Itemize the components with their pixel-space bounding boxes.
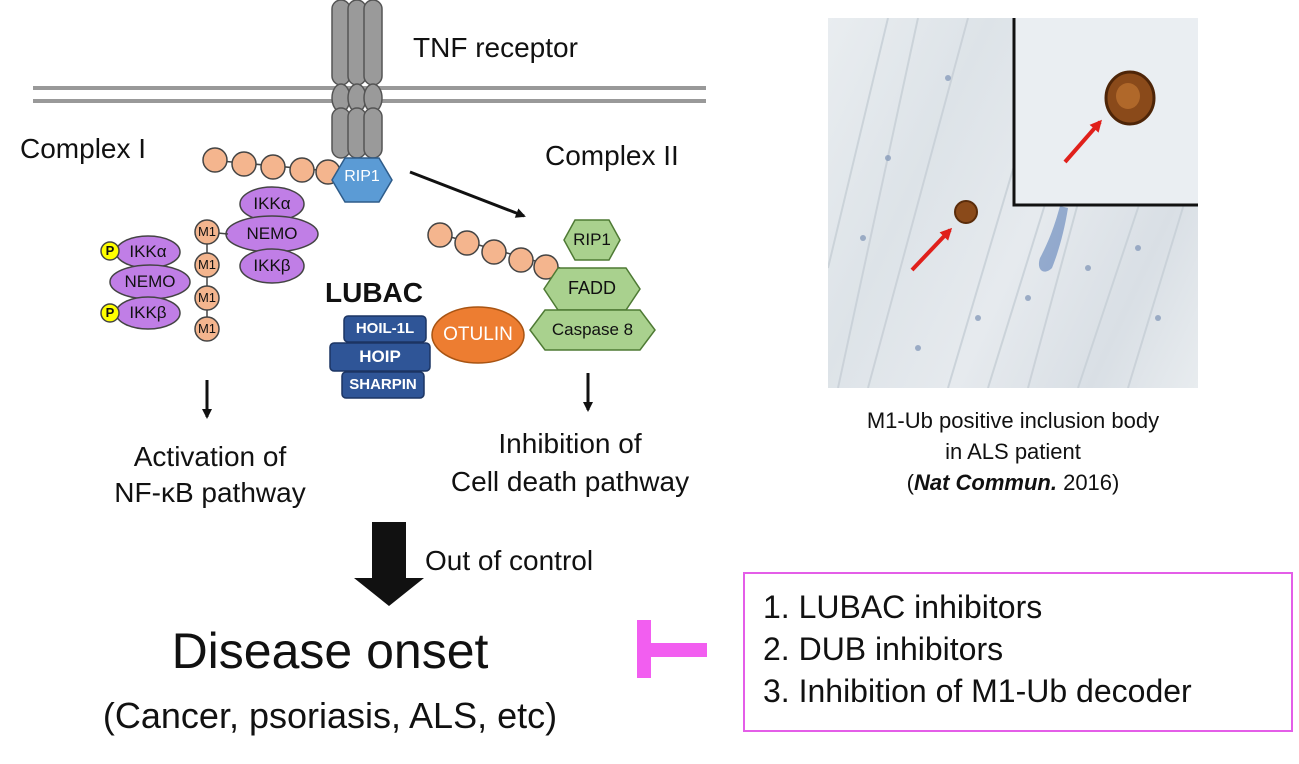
tnf-receptor-label: TNF receptor [413, 32, 578, 63]
m1-label-4: M1 [197, 321, 217, 336]
out-of-control-arrow [354, 522, 424, 606]
ikk-complex-top [225, 186, 319, 284]
disease-examples: (Cancer, psoriasis, ALS, etc) [102, 695, 558, 736]
inhibitor-item-dub: 2. DUB inhibitors [763, 631, 1004, 667]
ikk-beta-label-left: IKKβ [129, 303, 167, 322]
disease-onset-title: Disease onset [171, 623, 489, 679]
caspase8-label: Caspase 8 [551, 320, 634, 339]
citation-year: 2016 [1063, 470, 1113, 495]
otulin-label: OTULIN [443, 324, 513, 345]
m1-label-2: M1 [197, 257, 217, 272]
micrograph-caption-line1: M1-Ub positive inclusion body [866, 408, 1160, 433]
citation-journal: Nat Commun. [913, 470, 1057, 495]
activation-line1: Activation of [133, 441, 287, 472]
fadd-label: FADD [567, 278, 616, 298]
hoil-label: HOIL-1L [355, 320, 415, 337]
rip1-label: RIP1 [344, 168, 380, 185]
complex-ii-proteins [529, 219, 656, 351]
inhibition-line1: Inhibition of [498, 428, 642, 459]
ikk-complex-phosphorylated [100, 235, 191, 330]
complex-ii-label: Complex II [545, 140, 679, 171]
otulin-ellipse [431, 306, 525, 364]
inhibitor-list-box: 1. LUBAC inhibitors 2. DUB inhibitors 3.… [743, 572, 1293, 732]
inhibitor-item-lubac: 1. LUBAC inhibitors [763, 589, 1043, 625]
micrograph-caption-line2: in ALS patient [945, 439, 1081, 464]
inhibition-bar [637, 620, 707, 678]
complex-i-ubiquitin-chain [202, 147, 341, 185]
m1-label-1: M1 [197, 224, 217, 239]
hoip-label: HOIP [359, 347, 401, 366]
ikk-alpha-label-top: IKKα [253, 194, 291, 213]
lubac-label: LUBAC [325, 277, 423, 308]
sharpin-label: SHARPIN [349, 376, 417, 393]
rip1-label-complex-ii: RIP1 [573, 230, 611, 249]
inhibitor-item-decoder: 3. Inhibition of M1-Ub decoder [763, 673, 1192, 709]
m1-ubiquitin-chain [194, 219, 229, 342]
out-of-control-label: Out of control [425, 545, 594, 576]
arrow-to-complex-ii [409, 170, 526, 218]
micrograph-tissue [828, 18, 1198, 388]
rip1-hexagon-complex-i [331, 157, 393, 203]
nemo-label-left: NEMO [124, 272, 176, 291]
micrograph-image [828, 18, 1198, 388]
ikk-beta-label-top: IKKβ [253, 256, 291, 275]
inhibition-line2: Cell death pathway [450, 466, 690, 497]
nemo-label-top: NEMO [246, 224, 298, 243]
m1-label-3: M1 [197, 290, 217, 305]
ikk-alpha-label-left: IKKα [129, 242, 167, 261]
phospho-label-1: P [105, 243, 115, 258]
phospho-label-2: P [105, 305, 115, 320]
lubac-complex [329, 315, 431, 399]
activation-line2: NF-κB pathway [114, 477, 306, 508]
micrograph-citation: (Nat Commun. 2016) [906, 470, 1120, 495]
complex-ii-ubiquitin-chain [427, 222, 561, 280]
complex-i-label: Complex I [20, 133, 147, 164]
tnf-receptor-shape [331, 0, 383, 159]
